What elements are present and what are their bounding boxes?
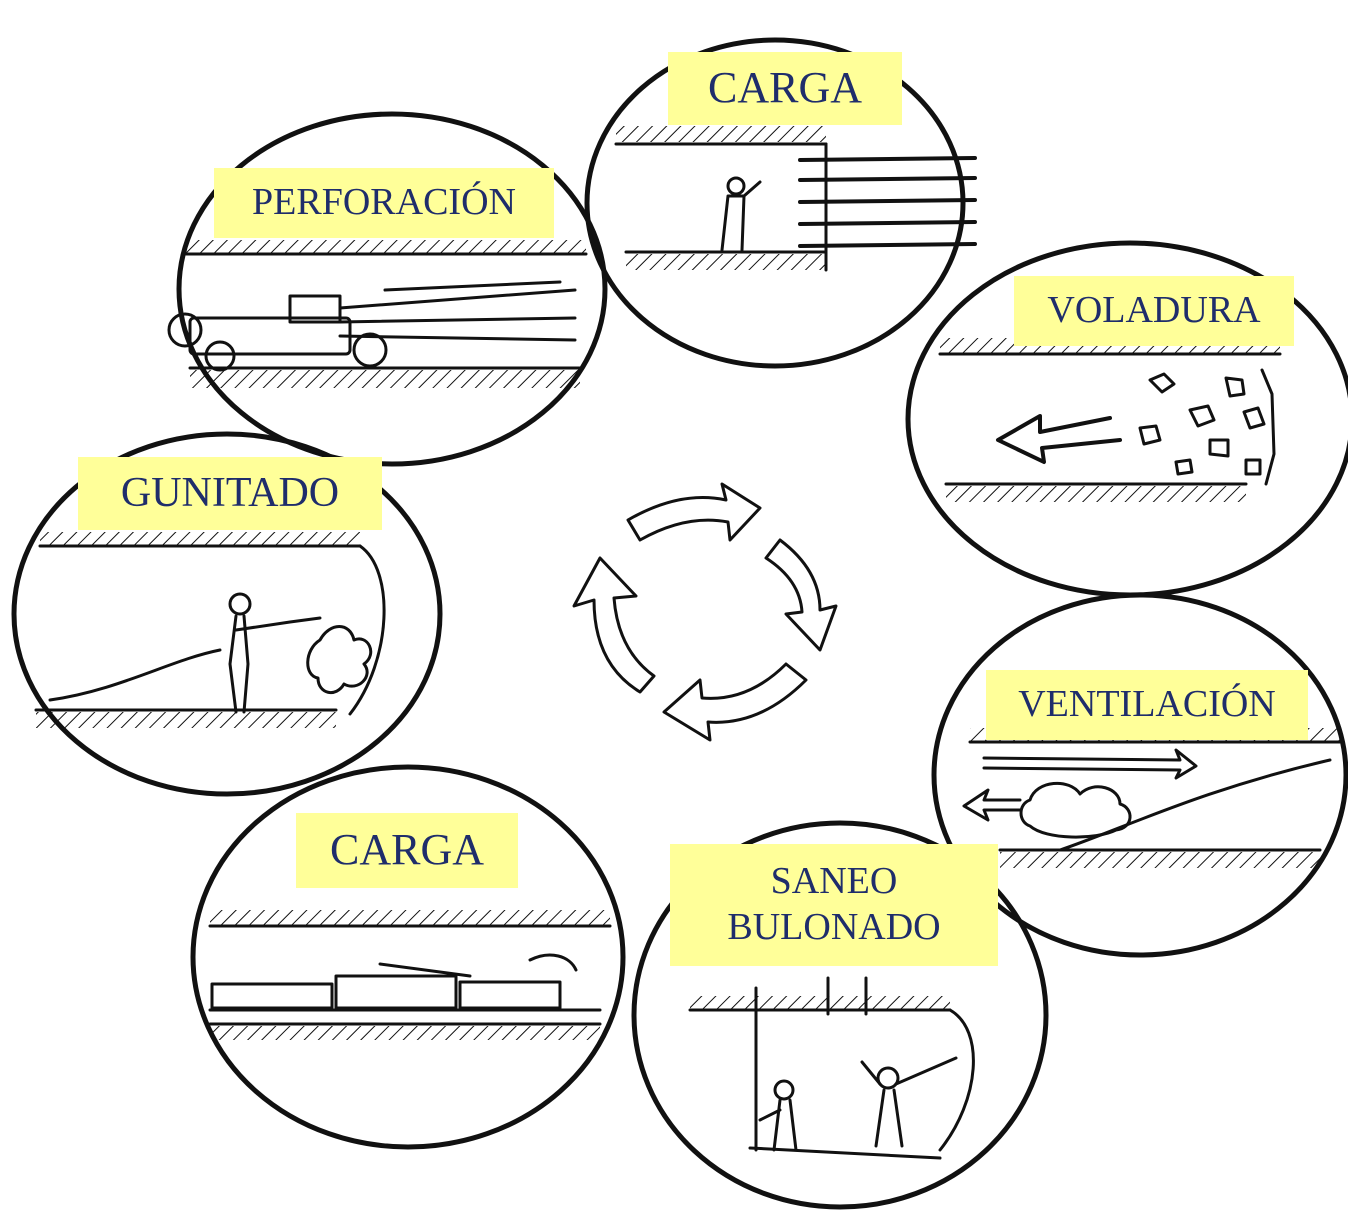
worker-scaling [862,1058,956,1146]
tunnel-roof [186,240,586,254]
cycle-arrow-right [766,540,836,650]
exhaust-air-arrow [964,790,1020,820]
tunnel-floor [190,370,580,388]
hose [50,650,220,700]
cycle-arrow-left [574,558,654,692]
rock-face [350,546,384,714]
cycle-arrow-top [628,484,760,540]
stage-label-carga-bottom: CARGA [296,813,518,888]
drill-jumbo [169,282,575,370]
tunnel-floor [946,486,1246,502]
tunnel-roof [40,532,360,546]
cycle-arrows [574,484,836,740]
tunnel-floor [210,1026,600,1040]
tunnel-floor [750,1148,940,1158]
tunnel-roof [616,126,826,142]
stage-label-text: CARGA [708,62,862,115]
stage-perforacion-illustration [169,114,605,464]
rock-fragments [1140,370,1274,484]
stage-label-carga-top: CARGA [668,52,902,125]
stage-label-text: CARGA [330,824,484,877]
muck-pile [1060,760,1330,850]
stage-label-text: VENTILACIÓN [1018,682,1276,728]
stage-label-line1: SANEO [771,859,898,905]
stage-label-text: VOLADURA [1047,288,1260,334]
tunnel-roof [690,996,950,1010]
shotcrete-spray [308,627,371,693]
stage-label-text: GUNITADO [121,468,339,518]
worker-figure [230,594,320,712]
tunnel-roof [210,910,610,926]
tunnel-floor [1000,852,1320,868]
stage-label-saneo-bulonado: SANEO BULONADO [670,844,998,966]
stage-label-ventilacion: VENTILACIÓN [986,670,1308,740]
stage-label-voladura: VOLADURA [1014,276,1294,346]
worker-figure [722,178,760,250]
stage-label-perforacion: PERFORACIÓN [214,168,554,238]
fresh-air-arrow [984,750,1196,778]
loading-train [210,955,600,1010]
worker-with-bar [760,1081,796,1150]
tunnel-floor [626,254,826,270]
stage-label-line2: BULONADO [727,905,940,951]
stage-label-gunitado: GUNITADO [78,457,382,530]
rock-face [940,1010,973,1150]
blast-arrow [998,416,1120,462]
tunnel-floor [36,712,336,728]
stage-label-text: PERFORACIÓN [252,180,516,226]
cycle-arrow-bottom [664,664,806,740]
